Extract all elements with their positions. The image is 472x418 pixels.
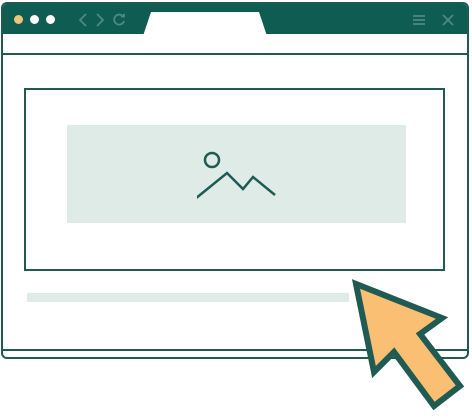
content-card: [24, 88, 445, 271]
toolbar-divider: [3, 53, 467, 55]
menu-icon[interactable]: [411, 11, 427, 29]
cursor-arrow-icon: [351, 279, 465, 411]
image-placeholder: [67, 125, 406, 223]
text-placeholder-line: [27, 293, 349, 302]
image-icon: [197, 151, 276, 199]
window-close-dot[interactable]: [14, 15, 23, 24]
browser-titlebar: [3, 4, 467, 34]
back-icon[interactable]: [76, 11, 90, 29]
window-minimize-dot[interactable]: [30, 15, 39, 24]
close-icon[interactable]: [440, 11, 456, 29]
browser-window: [1, 2, 469, 359]
reload-icon[interactable]: [111, 11, 127, 29]
active-tab[interactable]: [143, 12, 267, 36]
window-maximize-dot[interactable]: [46, 15, 55, 24]
footer-divider: [3, 349, 467, 351]
forward-icon[interactable]: [93, 11, 107, 29]
